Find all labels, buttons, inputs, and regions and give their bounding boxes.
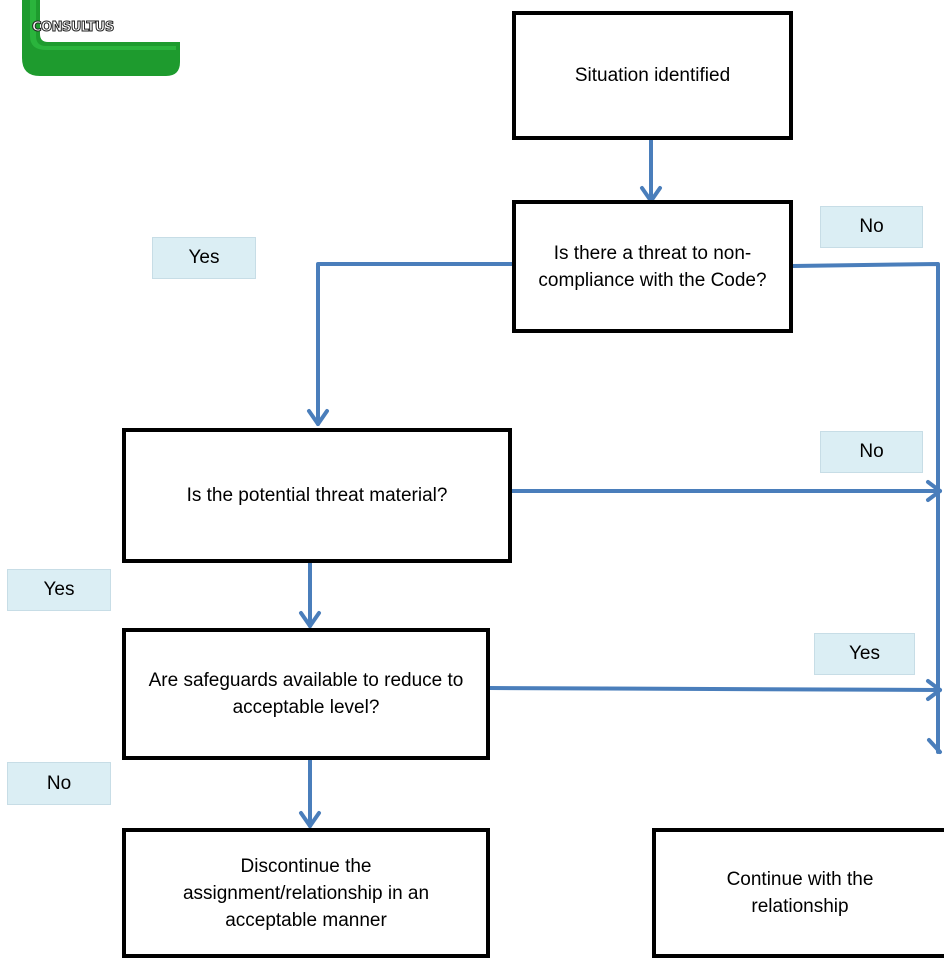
node-situation-label: Situation identified xyxy=(574,65,731,86)
node-continue: Continue with the relationship xyxy=(652,828,944,958)
arrowhead-material-yes xyxy=(299,611,321,628)
label-threat-no: No xyxy=(820,206,923,248)
node-continue-label: Continue with the relationship xyxy=(726,869,874,917)
node-situation-identified: Situation identified xyxy=(512,11,793,140)
arrow-threat-yes-to-material xyxy=(316,262,514,426)
node-safeguards-question: Are safeguards available to reduce to ac… xyxy=(122,628,490,760)
arrowhead-safeguards-no xyxy=(299,811,321,828)
consultus-logo: CONSULTUS xyxy=(0,0,180,80)
node-material-question: Is the potential threat material? xyxy=(122,428,512,563)
label-safeguards-yes: Yes xyxy=(814,633,915,675)
logo-mark xyxy=(22,0,180,76)
arrowhead-safeguards-yes xyxy=(926,679,942,701)
node-discontinue-label: Discontinue the assignment/relationship … xyxy=(182,855,430,931)
arrowhead-threat-yes-to-material xyxy=(307,409,329,426)
arrowhead-material-no xyxy=(926,480,942,502)
node-discontinue: Discontinue the assignment/relationship … xyxy=(122,828,490,958)
node-material-label: Is the potential threat material? xyxy=(186,485,448,506)
arrow-threat-no-line xyxy=(791,262,940,754)
arrowhead-right-to-continue xyxy=(927,738,942,754)
logo-text: CONSULTUS xyxy=(32,20,115,36)
label-material-yes: Yes xyxy=(7,569,111,611)
arrow-safeguards-yes xyxy=(487,686,942,692)
label-material-no: No xyxy=(820,431,923,473)
label-threat-yes: Yes xyxy=(152,237,256,279)
node-safeguards-label: Are safeguards available to reduce to ac… xyxy=(148,670,464,718)
node-threat-label: Is there a threat to non-compliance with… xyxy=(538,242,767,291)
label-safeguards-no: No xyxy=(7,762,111,805)
node-threat-question: Is there a threat to non-compliance with… xyxy=(512,200,793,333)
